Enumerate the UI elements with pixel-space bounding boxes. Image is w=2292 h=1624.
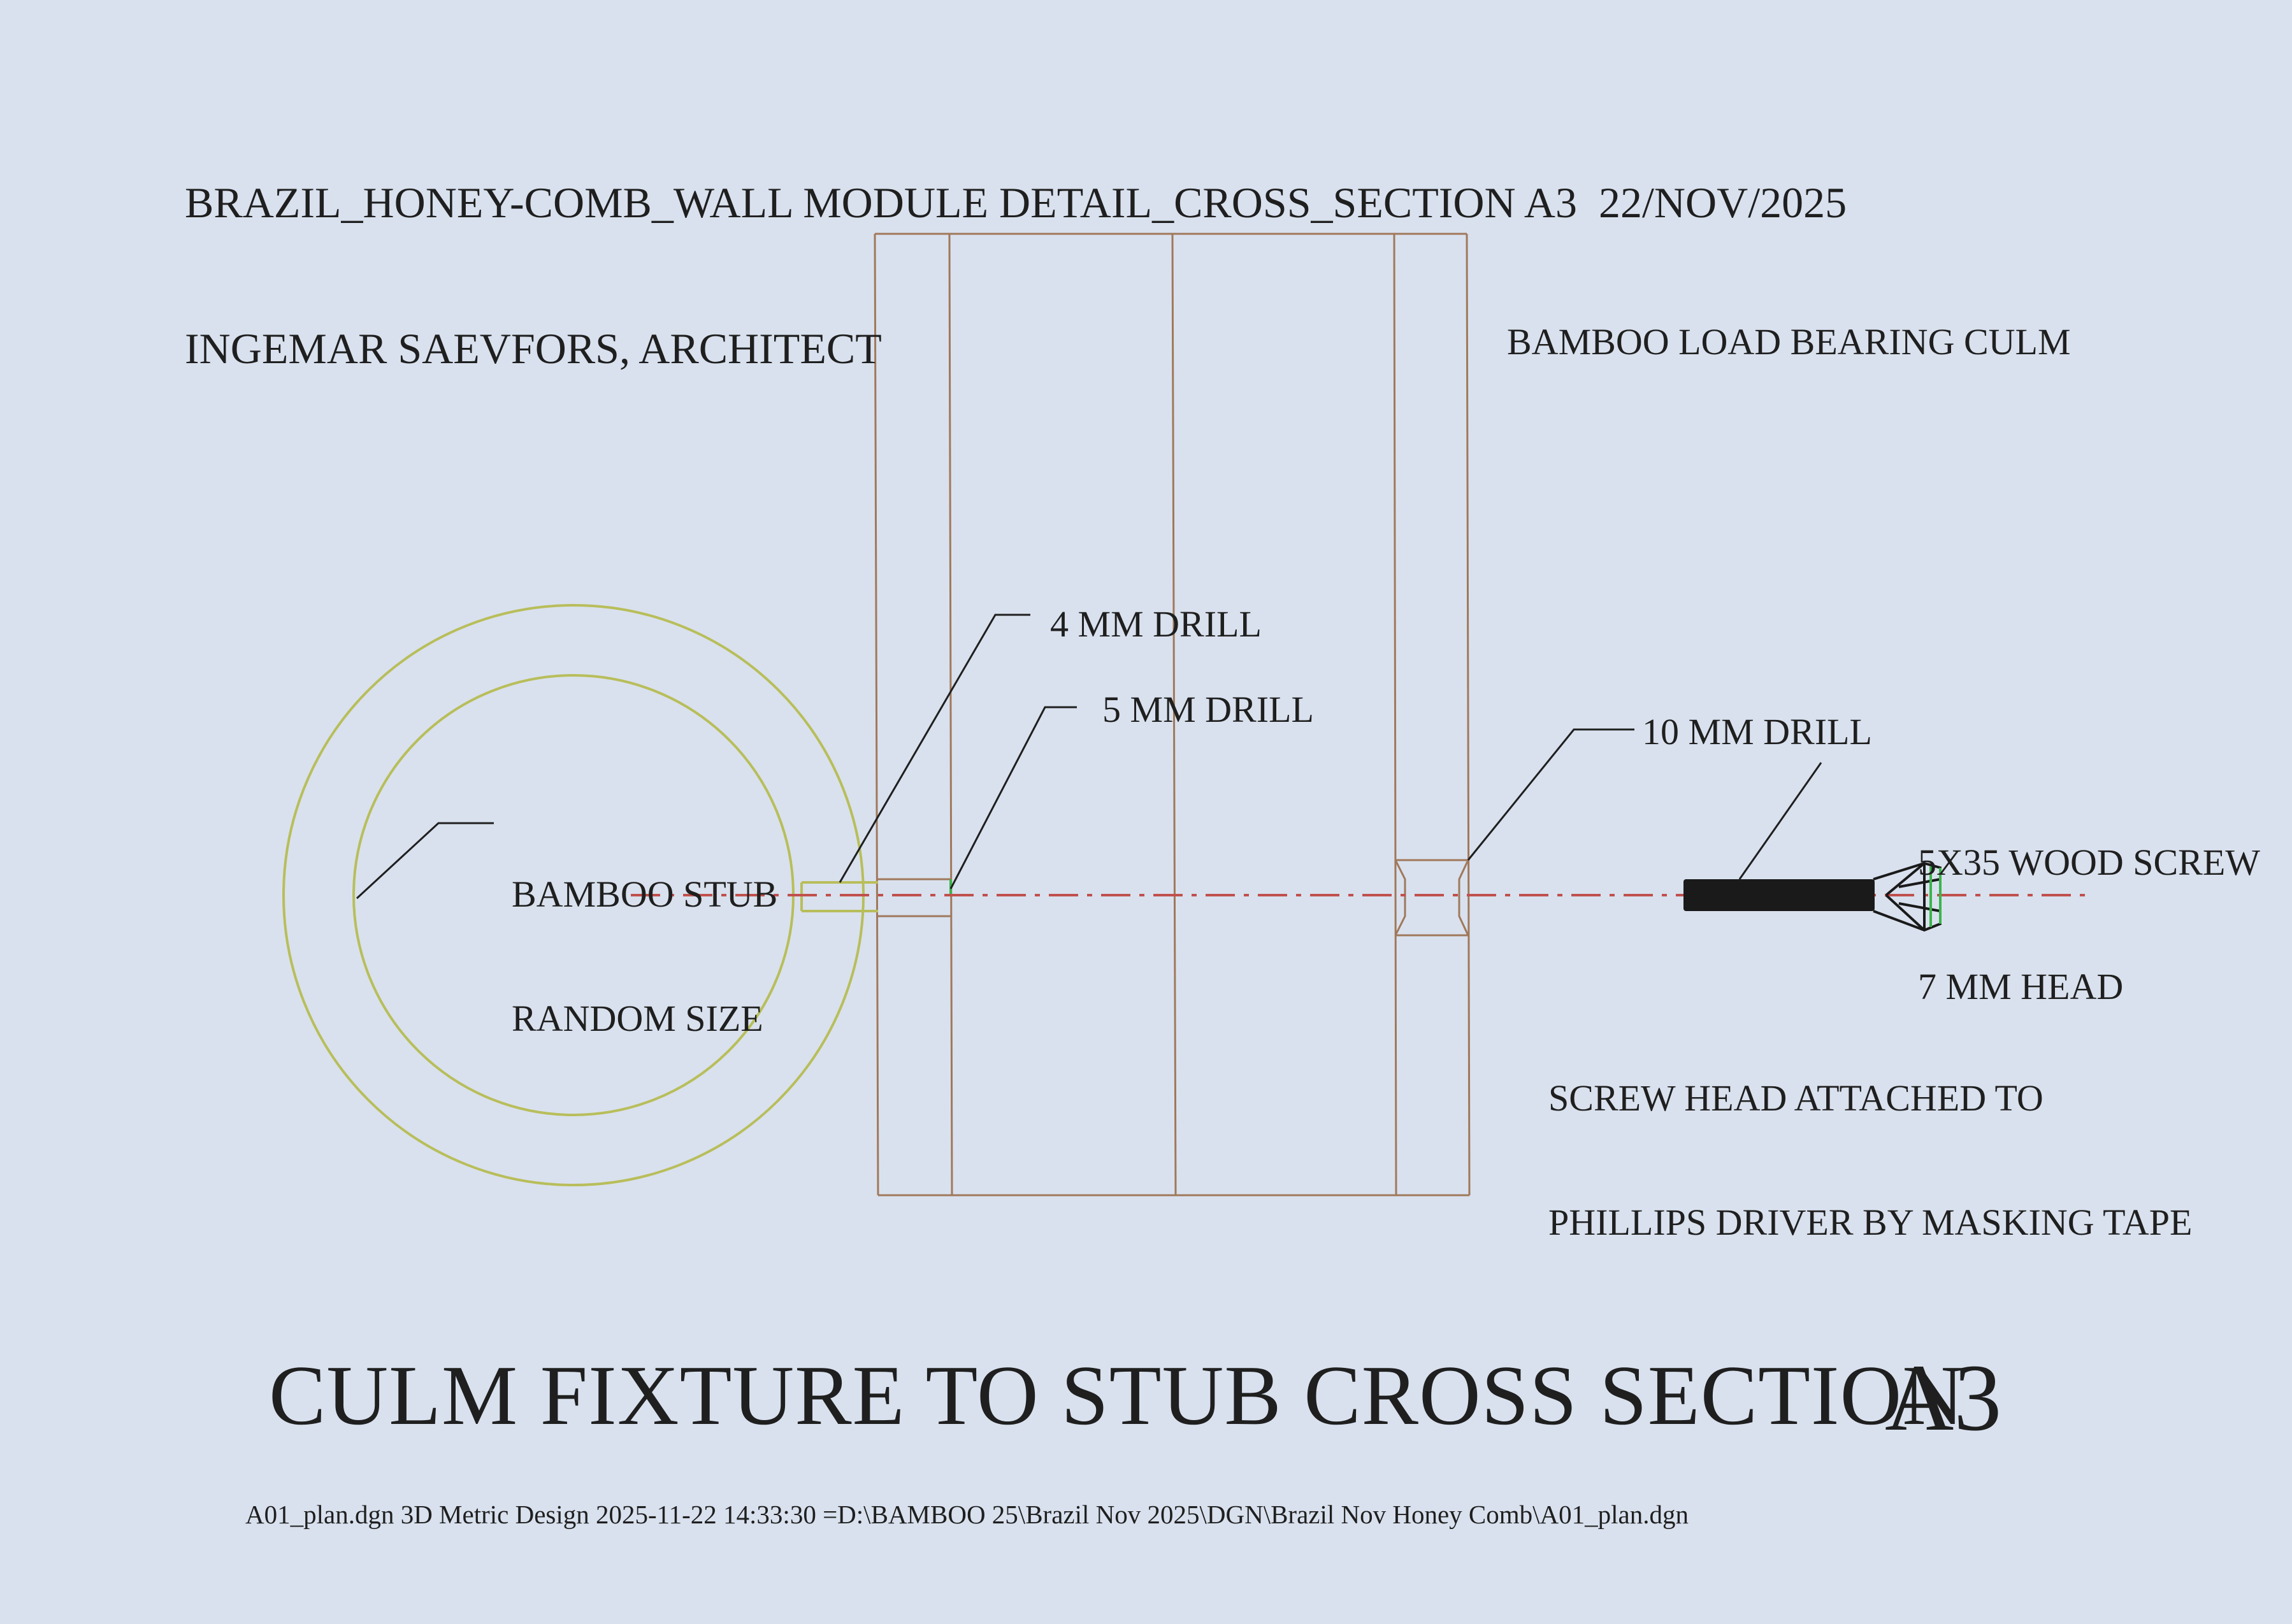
leader-4mm-drill — [839, 614, 1030, 883]
leader-5mm-drill — [949, 706, 1077, 889]
sheet-number: A3 — [1885, 1345, 2002, 1451]
drawing-title: CULM FIXTURE TO STUB CROSS SECTION — [269, 1348, 1965, 1442]
label-driver-note-line2: PHILLIPS DRIVER BY MASKING TAPE — [1548, 1201, 2193, 1243]
culm-right-inner-wall — [1393, 233, 1397, 1196]
leader-screw — [1738, 762, 1822, 880]
culm-left-outer-wall — [874, 233, 879, 1196]
leader-10mm-drill — [1467, 728, 1634, 861]
leader-stub — [356, 822, 494, 900]
leader-lines — [356, 614, 1822, 900]
label-stub: BAMBOO STUB RANDOM SIZE — [512, 791, 777, 1123]
label-driver-note-line1: SCREW HEAD ATTACHED TO — [1548, 1077, 2043, 1119]
culm-center-wall — [1171, 233, 1177, 1196]
label-4mm-drill: 4 MM DRILL — [1050, 603, 1262, 645]
label-culm: BAMBOO LOAD BEARING CULM — [1507, 321, 2071, 363]
label-10mm-drill: 10 MM DRILL — [1642, 711, 1872, 752]
label-screw-line1: 5X35 WOOD SCREW — [1918, 841, 2261, 883]
label-screw-line2: 7 MM HEAD — [1918, 965, 2124, 1007]
label-screw: 5X35 WOOD SCREW 7 MM HEAD — [1918, 759, 2260, 1091]
label-stub-line1: BAMBOO STUB — [512, 873, 778, 915]
label-5mm-drill: 5 MM DRILL — [1102, 689, 1314, 730]
screw-head-accent — [1929, 866, 1942, 927]
wood-screw — [1683, 861, 1942, 932]
drill-10mm-bore-taper — [1394, 859, 1469, 936]
screw-shank — [1683, 879, 1875, 911]
label-driver-note: SCREW HEAD ATTACHED TO PHILLIPS DRIVER B… — [1548, 995, 2192, 1326]
screw-head — [1873, 861, 1942, 932]
header-title: BRAZIL_HONEY-COMB_WALL MODULE DETAIL_CRO… — [185, 178, 1847, 227]
label-stub-line2: RANDOM SIZE — [512, 997, 763, 1039]
culm-left-inner-wall — [948, 233, 953, 1196]
drawing-header: BRAZIL_HONEY-COMB_WALL MODULE DETAIL_CRO… — [185, 82, 1847, 470]
bamboo-culm — [874, 233, 1471, 1196]
header-author: INGEMAR SAEVFORS, ARCHITECT — [185, 324, 882, 373]
file-info-footer: A01_plan.dgn 3D Metric Design 2025-11-22… — [245, 1500, 1689, 1529]
culm-right-outer-wall — [1466, 233, 1471, 1196]
